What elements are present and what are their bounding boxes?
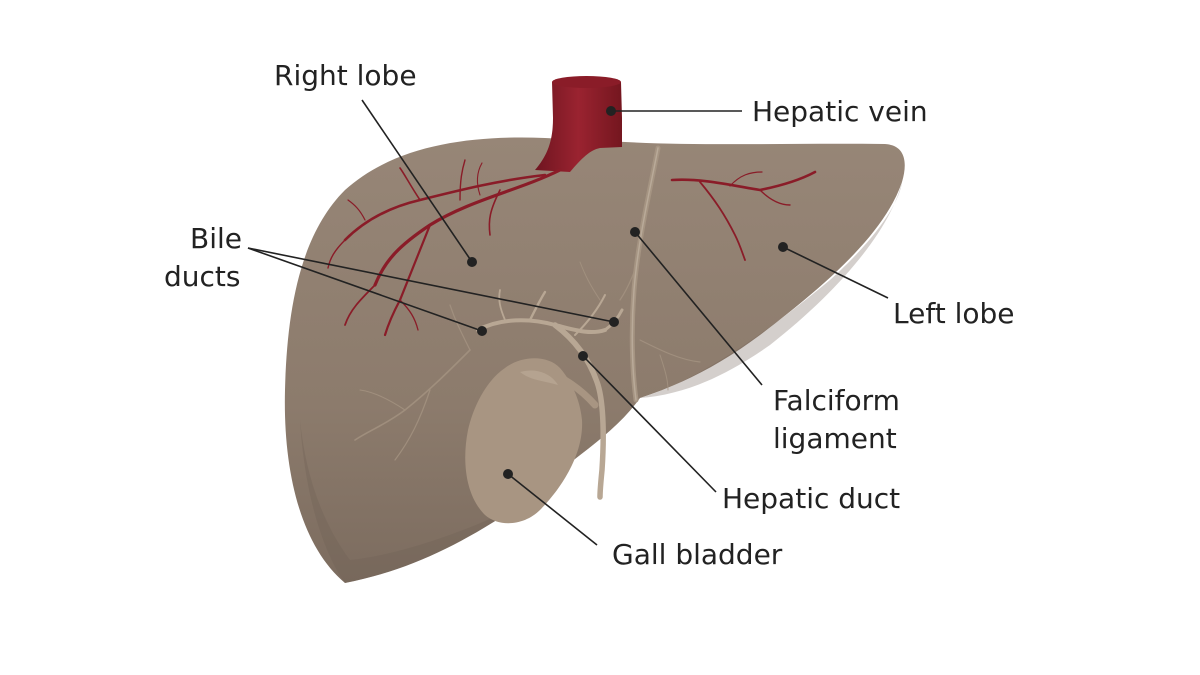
dot-falciform <box>630 227 640 237</box>
label-falciform-line1: Falciform <box>773 384 900 417</box>
label-hepatic-duct: Hepatic duct <box>722 482 900 515</box>
dot-hepatic-duct <box>578 351 588 361</box>
label-hepatic-vein: Hepatic vein <box>752 95 928 128</box>
dot-bile-duct-a <box>609 317 619 327</box>
label-bile-ducts-line2: ducts <box>164 260 240 293</box>
label-bile-ducts-line1: Bile <box>190 222 242 255</box>
dot-bile-duct-b <box>477 326 487 336</box>
dot-right-lobe <box>467 257 477 267</box>
label-falciform-line2: ligament <box>773 422 897 455</box>
label-left-lobe: Left lobe <box>893 297 1015 330</box>
dot-left-lobe <box>778 242 788 252</box>
label-right-lobe: Right lobe <box>274 59 417 92</box>
label-gall-bladder: Gall bladder <box>612 538 783 571</box>
dot-gall-bladder <box>503 469 513 479</box>
hepatic-vein-top <box>552 76 621 88</box>
liver-body <box>285 138 905 583</box>
dot-hepatic-vein <box>606 106 616 116</box>
